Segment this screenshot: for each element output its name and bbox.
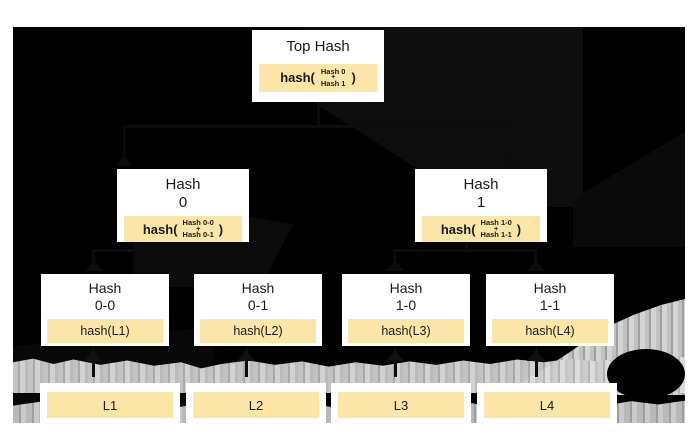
arrowhead-to-hash1 <box>502 155 520 166</box>
connector-hash1-stem <box>465 232 468 252</box>
node-data-block-l1[interactable]: L1 <box>40 383 180 423</box>
leaf-l3-label: L3 <box>338 392 464 418</box>
connector-top-to-hash1 <box>317 125 513 128</box>
hash-0-1-chip: hash(L2) <box>200 319 316 344</box>
texture-blob-right <box>607 349 685 399</box>
hash-1-0-title-line1: Hash <box>389 280 423 296</box>
hash-1-close: ) <box>516 221 522 237</box>
node-top-hash[interactable]: Top Hash hash( Hash 0 + Hash 1 ) <box>252 30 384 102</box>
arrowhead-to-hash0-1 <box>237 260 255 271</box>
node-hash-0[interactable]: Hash 0 hash( Hash 0-0 + Hash 0-1 ) <box>117 169 249 242</box>
hash-0-close: ) <box>218 221 224 237</box>
arrowhead-leaf-l3 <box>386 350 404 361</box>
hash-0-title-line1: Hash <box>165 176 201 193</box>
arrowhead-leaf-l1 <box>84 350 102 361</box>
top-hash-title: Top Hash <box>286 38 350 55</box>
connector-hash0-down-left <box>92 249 95 261</box>
node-hash-0-1[interactable]: Hash 0-1 hash(L2) <box>194 274 322 346</box>
hash-1-1-title: Hash 1-1 <box>534 280 567 313</box>
background-polygon-2 <box>573 127 685 247</box>
hash-0-title: Hash 0 <box>165 176 200 211</box>
hash-0-0-title-line2: 0-0 <box>94 296 116 313</box>
hash-1-1-title-line1: Hash <box>533 280 567 296</box>
connector-hash1-down-right <box>534 249 537 261</box>
node-data-block-l3[interactable]: L3 <box>331 383 471 423</box>
hash-0-0-chip: hash(L1) <box>47 319 163 344</box>
hash-0-0-title: Hash 0-0 <box>89 280 122 313</box>
hash-1-title-line2: 1 <box>476 193 486 211</box>
node-hash-1-1[interactable]: Hash 1-1 hash(L4) <box>486 274 614 346</box>
hash-1-arg-bottom: Hash 1-1 <box>480 230 512 240</box>
hash-0-1-title: Hash 0-1 <box>242 280 275 313</box>
top-hash-chip: hash( Hash 0 + Hash 1 ) <box>259 63 377 92</box>
hash-1-title: Hash 1 <box>463 176 498 211</box>
top-hash-arg-bottom: Hash 1 <box>320 78 346 88</box>
hash-0-1-title-line1: Hash <box>241 280 275 296</box>
hash-1-0-chip: hash(L3) <box>348 319 464 344</box>
top-hash-close: ) <box>351 70 356 86</box>
node-data-block-l4[interactable]: L4 <box>477 383 617 423</box>
arrowhead-leaf-l2 <box>237 350 255 361</box>
hash-1-1-chip: hash(L4) <box>492 319 608 344</box>
node-hash-1-0[interactable]: Hash 1-0 hash(L3) <box>342 274 470 346</box>
arrowhead-to-hash0 <box>115 155 133 166</box>
connector-top-stem <box>317 99 320 127</box>
hash-1-0-title-line2: 1-0 <box>395 296 417 313</box>
leaf-l1-label: L1 <box>47 392 173 418</box>
hash-0-args: Hash 0-0 + Hash 0-1 <box>183 219 214 239</box>
hash-1-arg-plus: + <box>493 223 499 233</box>
hash-0-0-title-line1: Hash <box>88 280 122 296</box>
node-hash-1[interactable]: Hash 1 hash( Hash 1-0 + Hash 1-1 ) <box>415 169 547 242</box>
leaf-l4-label: L4 <box>484 392 610 418</box>
arrowhead-to-hash0-0 <box>85 260 103 271</box>
arrowhead-to-hash1-0 <box>386 260 404 271</box>
hash-1-fn: hash( <box>440 221 476 237</box>
hash-1-chip: hash( Hash 1-0 + Hash 1-1 ) <box>422 216 540 242</box>
connector-top-vertical-left <box>123 125 126 155</box>
top-hash-args: Hash 0 + Hash 1 <box>321 68 346 88</box>
hash-0-arg-bottom: Hash 0-1 <box>182 230 214 240</box>
hash-0-chip: hash( Hash 0-0 + Hash 0-1 ) <box>124 216 242 242</box>
hash-1-args: Hash 1-0 + Hash 1-1 <box>481 219 512 239</box>
hash-1-0-title: Hash 1-0 <box>390 280 423 313</box>
node-data-block-l2[interactable]: L2 <box>186 383 326 423</box>
hash-1-title-line1: Hash <box>463 176 499 193</box>
top-hash-fn: hash( <box>280 70 315 86</box>
arrowhead-to-hash1-1 <box>527 260 545 271</box>
connector-top-to-hash0 <box>123 125 319 128</box>
diagram-canvas: Top Hash hash( Hash 0 + Hash 1 ) Hash 0 … <box>13 27 685 423</box>
hash-1-1-title-line2: 1-1 <box>539 296 561 313</box>
connector-leaf-l4 <box>535 347 538 377</box>
connector-top-vertical-right <box>510 125 513 155</box>
hash-1-arg-top: Hash 1-0 <box>480 218 512 228</box>
connector-leaf-l3 <box>394 347 397 377</box>
hash-0-title-line2: 0 <box>178 193 188 211</box>
arrowhead-leaf-l4 <box>527 350 545 361</box>
node-hash-0-0[interactable]: Hash 0-0 hash(L1) <box>41 274 169 346</box>
hash-0-fn: hash( <box>142 221 178 237</box>
connector-leaf-l2 <box>245 347 248 377</box>
hash-0-1-title-line2: 0-1 <box>247 296 269 313</box>
leaf-l2-label: L2 <box>193 392 319 418</box>
connector-hash1-down-left <box>393 249 396 261</box>
